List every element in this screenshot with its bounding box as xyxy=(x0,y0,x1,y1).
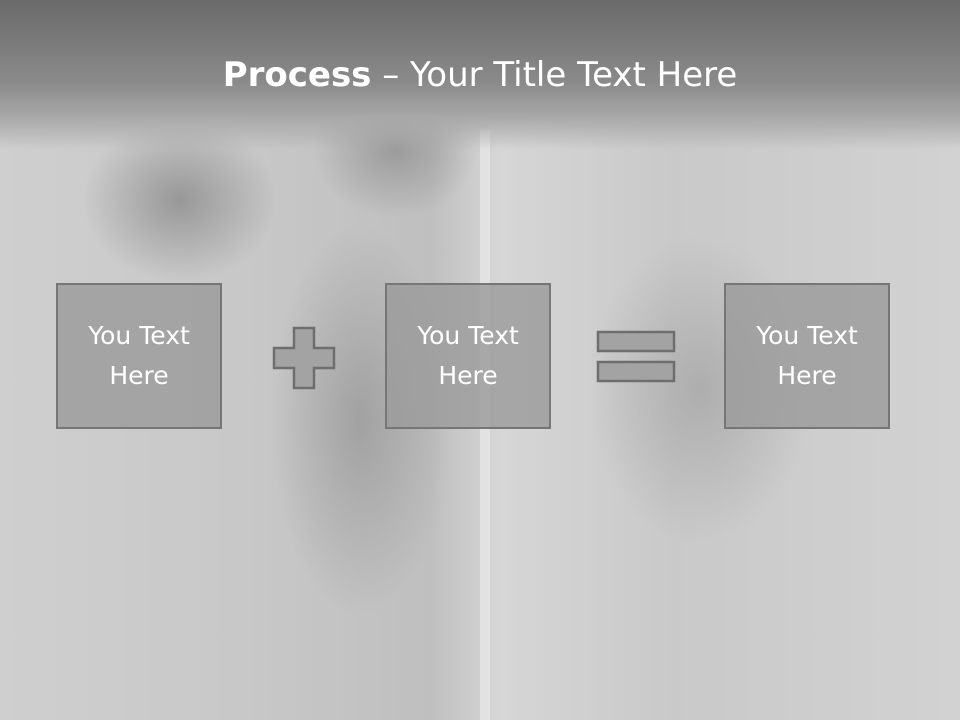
process-box-1[interactable]: You Text Here xyxy=(56,283,222,429)
slide-title: Process – Your Title Text Here xyxy=(0,52,960,98)
plus-icon xyxy=(272,326,336,390)
title-band: Process – Your Title Text Here xyxy=(0,0,960,150)
process-box-2-text: You Text Here xyxy=(417,321,519,390)
process-box-1-text: You Text Here xyxy=(88,321,190,390)
process-box-3-text: You Text Here xyxy=(756,321,858,390)
equals-icon xyxy=(596,330,676,383)
process-box-3[interactable]: You Text Here xyxy=(724,283,890,429)
title-rest: – Your Title Text Here xyxy=(371,55,738,95)
title-bold: Process xyxy=(222,55,372,95)
process-box-2[interactable]: You Text Here xyxy=(385,283,551,429)
